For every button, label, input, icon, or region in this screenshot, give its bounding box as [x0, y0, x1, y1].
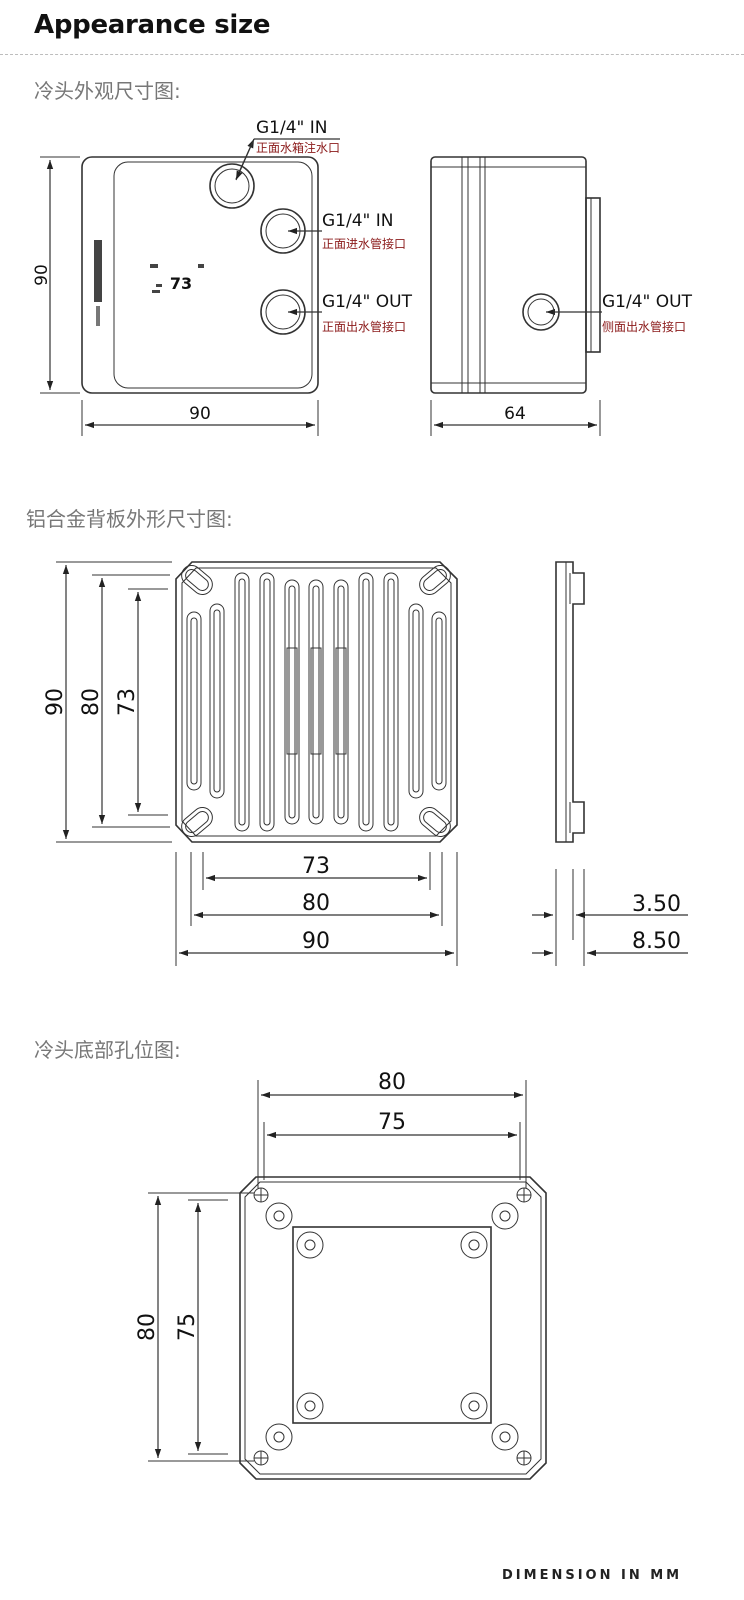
port-tank-fill — [209, 163, 255, 209]
section-label-exterior: 冷头外观尺寸图: — [34, 79, 181, 103]
backplate-view — [175, 561, 458, 843]
coldplate-area — [292, 1226, 492, 1424]
title-divider — [0, 54, 744, 55]
dim-backplate-v90: 90 — [43, 688, 68, 716]
port-4-code: G1/4" OUT — [602, 292, 693, 312]
dim-bottom-v75: 75 — [175, 1313, 200, 1341]
dim-backplate-v73: 73 — [115, 688, 140, 716]
dim-backplate-8-50: 8.50 — [632, 929, 681, 954]
dim-backplate-h80: 80 — [302, 891, 330, 916]
display-reading: 73 — [170, 274, 192, 293]
dim-backplate-v80: 80 — [79, 688, 104, 716]
front-view-dimensions: 90 90 — [32, 156, 319, 436]
port-1-desc: 正面水箱注水口 — [256, 140, 340, 155]
bottom-horizontal-dimensions: 80 75 — [257, 1070, 527, 1188]
backplate-fins — [186, 572, 447, 832]
mount-holes — [253, 1187, 532, 1466]
port-1-code: G1/4" IN — [256, 118, 328, 138]
section-label-bottom: 冷头底部孔位图: — [34, 1038, 181, 1062]
dim-bottom-h75: 75 — [378, 1110, 406, 1135]
port-4-desc: 侧面出水管接口 — [602, 319, 686, 334]
page-title: Appearance size — [34, 10, 271, 40]
dim-bottom-v80: 80 — [135, 1313, 160, 1341]
port-3-code: G1/4" OUT — [322, 292, 413, 312]
dim-height-90: 90 — [32, 264, 52, 286]
dim-depth-64: 64 — [504, 404, 526, 424]
footer-units: DIMENSION IN MM — [502, 1568, 683, 1583]
dim-width-90: 90 — [189, 404, 211, 424]
port-side-out — [522, 293, 560, 331]
backplate-vertical-dimensions: 90 80 73 — [43, 561, 172, 843]
bottom-view — [239, 1176, 547, 1480]
port-2-code: G1/4" IN — [322, 211, 394, 231]
port-2-desc: 正面进水管接口 — [322, 236, 406, 251]
side-view: 64 — [430, 156, 601, 436]
dim-backplate-h73: 73 — [302, 854, 330, 879]
port-3-desc: 正面出水管接口 — [322, 319, 406, 334]
dim-bottom-h80: 80 — [378, 1070, 406, 1095]
front-view: 73 — [81, 156, 319, 394]
backplate-side-view: 3.50 8.50 — [532, 561, 688, 966]
dim-backplate-3-50: 3.50 — [632, 892, 681, 917]
bottom-vertical-dimensions: 80 75 — [135, 1192, 254, 1462]
dim-backplate-h90: 90 — [302, 929, 330, 954]
section-label-backplate: 铝合金背板外形尺寸图: — [26, 507, 233, 531]
backplate-horizontal-dimensions: 73 80 90 — [175, 852, 458, 966]
port-callouts: G1/4" IN 正面水箱注水口 G1/4" IN 正面进水管接口 G1/4" … — [235, 118, 693, 334]
